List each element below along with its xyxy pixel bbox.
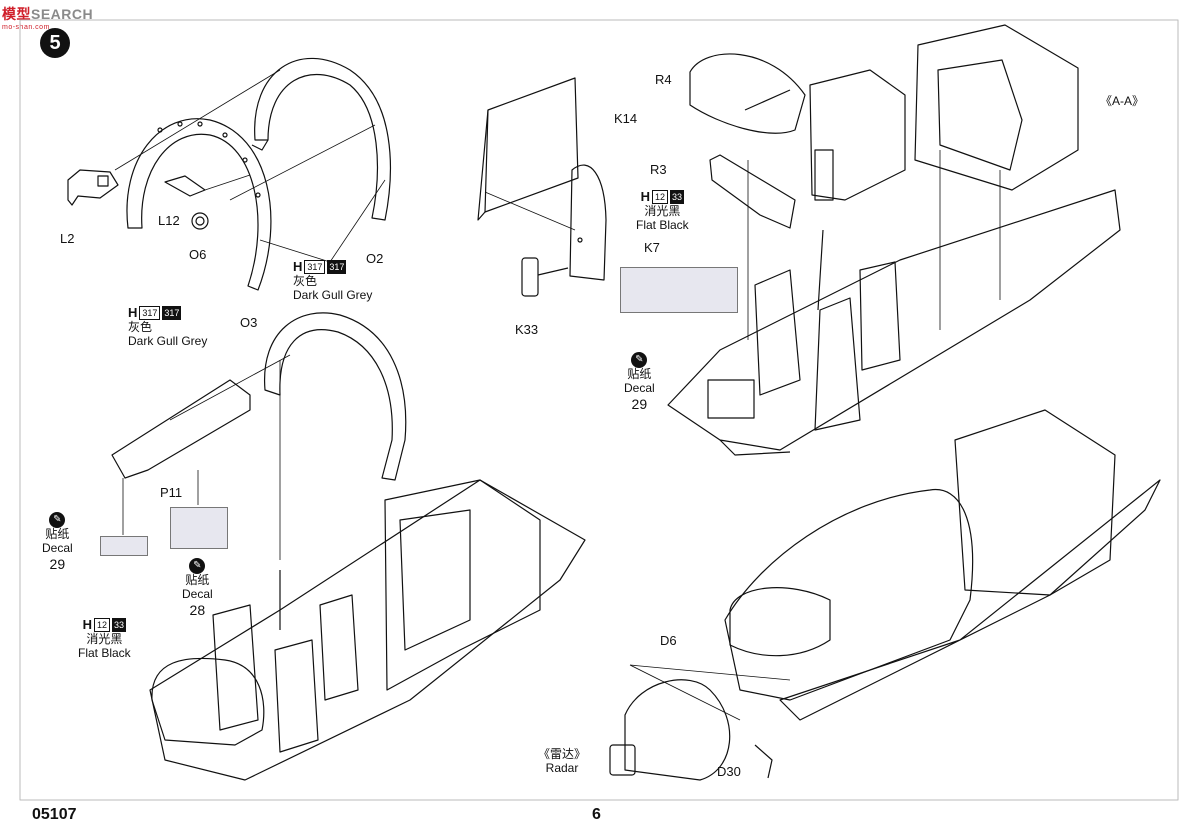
- decal-callout-28: ✎ 贴纸 Decal 28: [182, 558, 213, 618]
- part-l2: [67, 169, 119, 206]
- watermark-logo: 模型SEARCH mo-shan.com: [2, 6, 94, 31]
- label-part-k33: K33: [515, 322, 539, 337]
- panel-k7: [569, 164, 607, 281]
- label-part-d30: D30: [717, 764, 741, 779]
- decal-callout-29-left: ✎ 贴纸 Decal 29: [42, 512, 73, 572]
- front-console-lower: [151, 657, 265, 746]
- kit-number: 05107: [32, 806, 77, 823]
- panel-k14: [477, 77, 579, 221]
- part-k33: [521, 257, 569, 297]
- label-part-r3: R3: [650, 162, 667, 177]
- rear-box-aa: [914, 24, 1079, 191]
- label-part-d6: D6: [660, 633, 677, 648]
- part-o6: [191, 212, 209, 230]
- label-part-l12: L12: [158, 213, 180, 228]
- label-part-p11: P11: [160, 485, 183, 500]
- part-r4: [689, 53, 806, 134]
- cockpit-floor-lower: [149, 479, 586, 781]
- label-part-k14: K14: [614, 111, 638, 126]
- rear-box-lower: [384, 479, 541, 691]
- label-part-o2: O2: [366, 251, 384, 266]
- decal-callout-29-top: ✎ 贴纸 Decal 29: [624, 352, 655, 412]
- decal-icon: ✎: [631, 352, 648, 368]
- seats-upper: [754, 261, 901, 431]
- decal-swatch-29-left: [100, 536, 148, 556]
- canopy-frame-o3: [126, 118, 272, 291]
- label-section-aa: 《A-A》: [1100, 94, 1145, 108]
- step-number-badge: 5: [40, 28, 70, 58]
- part-r3: [709, 154, 796, 229]
- decal-swatch-28: [170, 507, 228, 549]
- instrument-box: [707, 379, 755, 419]
- label-radar: 《雷达》 Radar: [538, 747, 587, 775]
- seats-lower: [212, 594, 359, 753]
- part-l12: [164, 175, 206, 197]
- rear-bulkhead: [809, 69, 906, 201]
- cockpit-completed: [724, 409, 1161, 721]
- decal-icon: ✎: [49, 512, 66, 528]
- label-part-o3: O3: [240, 315, 258, 330]
- canopy-frame-assembled: [264, 312, 407, 481]
- decal-icon: ✎: [189, 558, 206, 574]
- cockpit-floor-upper: [667, 189, 1121, 456]
- label-part-k7: K7: [644, 240, 660, 255]
- label-part-l2: L2: [60, 231, 75, 246]
- part-p11: [111, 379, 251, 479]
- page-number: 6: [592, 806, 601, 823]
- decal-swatch-29-instrument: [620, 267, 738, 313]
- canopy-frame-o2: [251, 57, 391, 221]
- label-part-o6: O6: [189, 247, 207, 262]
- label-part-r4: R4: [655, 72, 672, 87]
- nose-radar-assembly: [609, 679, 731, 781]
